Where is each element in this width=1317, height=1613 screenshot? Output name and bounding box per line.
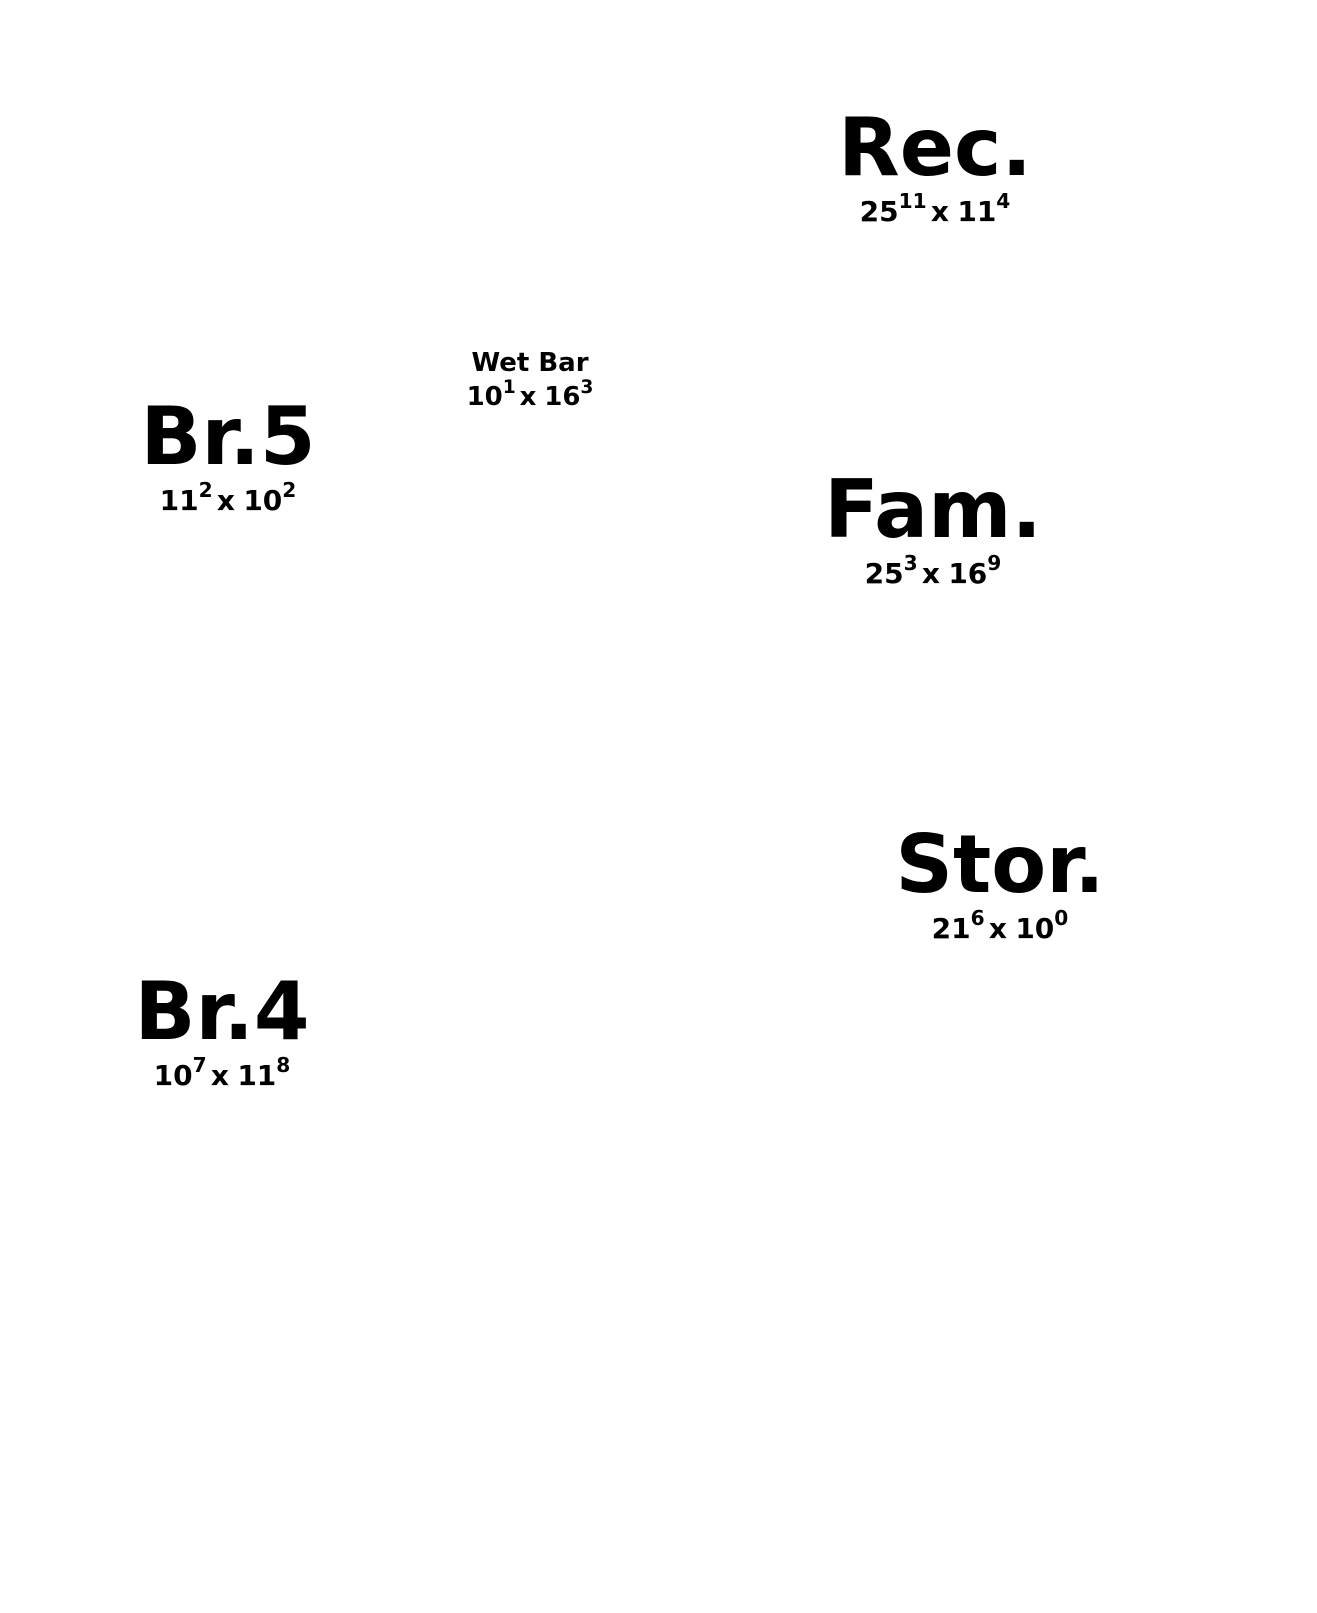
room-name: Rec. xyxy=(838,101,1032,194)
room-name: Stor. xyxy=(895,818,1105,911)
room-name: Wet Bar xyxy=(471,348,589,378)
room-name: Br.5 xyxy=(140,390,316,483)
room-name: Br.4 xyxy=(134,965,310,1058)
room-name: Fam. xyxy=(824,463,1042,556)
